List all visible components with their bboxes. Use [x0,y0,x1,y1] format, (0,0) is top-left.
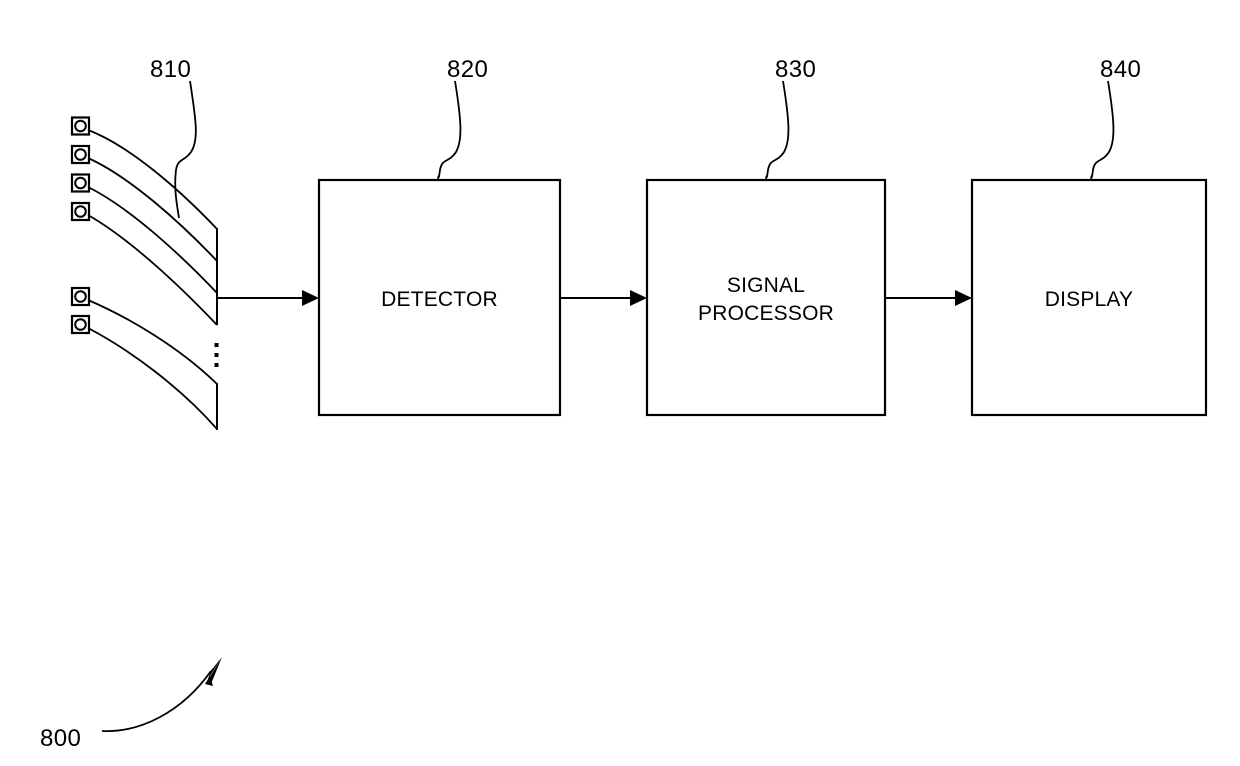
sensor-array-traces-upper [87,129,218,326]
sensor-element-icon[interactable] [70,201,91,222]
continuation-ellipsis [214,343,219,367]
sensor-element-icon[interactable] [70,286,91,307]
processor-to-display-connector [885,290,972,306]
sensor-element-icon[interactable] [70,116,91,136]
leader-line-820 [437,80,462,181]
reference-numeral-820: 820 [447,56,489,83]
detector-to-processor-connector [560,290,647,306]
detector-box[interactable] [317,178,562,417]
sensor-element-icon[interactable] [70,173,91,193]
signal-processor-box[interactable] [645,178,887,417]
reference-numeral-800: 800 [40,725,82,752]
sensor-array-traces-lower [87,299,218,430]
display-box[interactable] [970,178,1208,417]
reference-numeral-810: 810 [150,56,192,83]
sensor-element-icon[interactable] [70,314,91,335]
array-to-detector-connector [218,290,319,306]
reference-numeral-830: 830 [775,56,817,83]
figure-callout-arrow [101,657,222,732]
sensor-array [70,80,219,430]
reference-numeral-840: 840 [1100,56,1142,83]
leader-line-810 [174,80,197,219]
sensor-element-icon[interactable] [70,144,91,165]
leader-line-830 [765,80,790,181]
leader-line-840 [1090,80,1115,181]
